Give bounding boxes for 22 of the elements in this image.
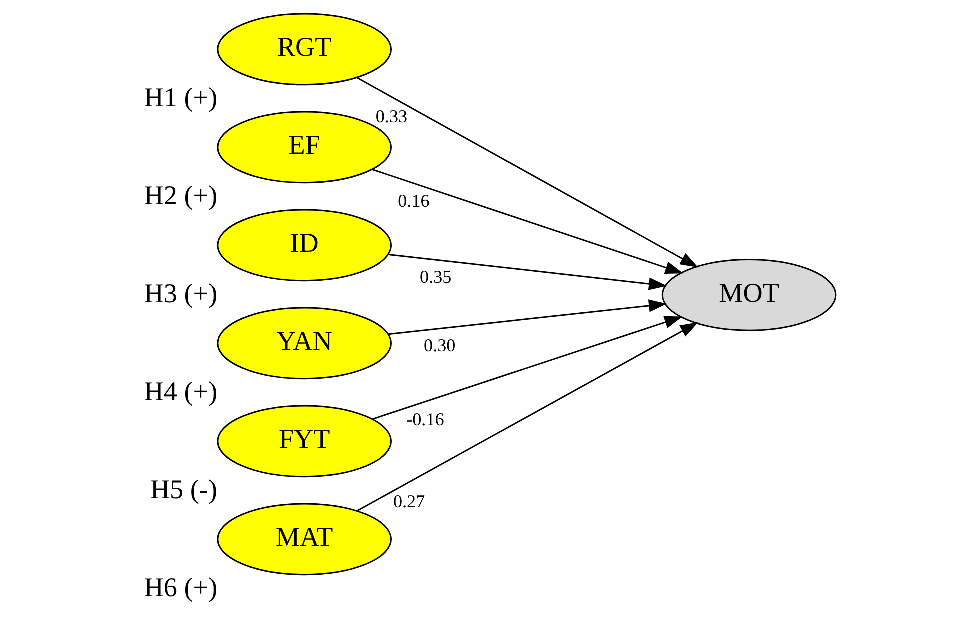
node-label: H2 (+) [144,180,218,211]
node-ellipse: FYT [217,405,392,478]
arrow [388,254,668,290]
node-ellipse: MAT [217,503,392,576]
edge-label: 0.35 [420,266,452,287]
edge-label: -0.16 [406,410,444,430]
arrow [372,169,684,274]
node-ellipse: YAN [217,307,392,380]
node-label: H1 (+) [144,82,218,113]
node-label: H4 (+) [144,376,218,407]
node-label: H6 (+) [144,572,218,603]
arrow [388,300,668,336]
node-ellipse: ID [217,209,392,282]
node-ellipse: RGT [217,13,392,86]
node-label: H5 (-) [150,474,218,505]
arrow [356,322,698,512]
arrow [372,316,683,420]
node-label: H3 (+) [144,278,218,309]
edge-label: 0.16 [398,191,430,212]
edge-label: 0.30 [424,336,456,356]
arrow [356,77,698,268]
edge-label: 0.27 [393,492,426,512]
